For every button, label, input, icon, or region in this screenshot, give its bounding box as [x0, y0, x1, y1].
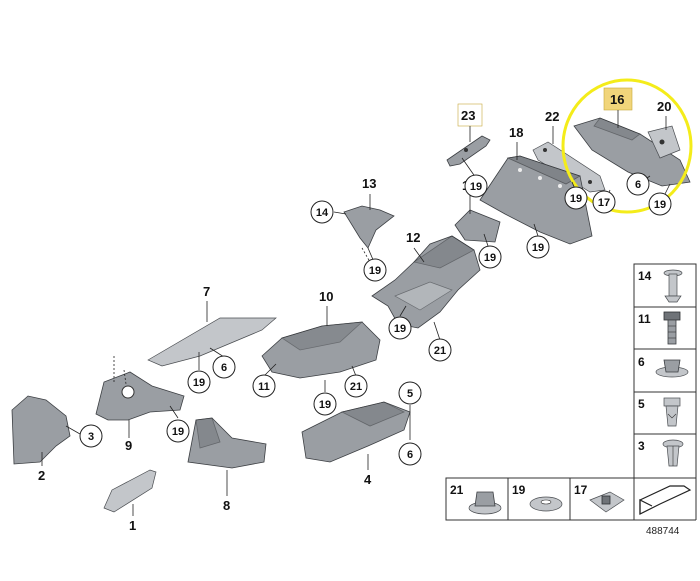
part-9-bracket[interactable] — [95, 371, 185, 421]
legend-label-3: 3 — [638, 439, 645, 453]
circle-5[interactable]: 5 — [398, 381, 422, 405]
label-18: 18 — [509, 125, 523, 140]
circle-21-a[interactable]: 21 — [428, 338, 452, 362]
circle-19-i[interactable]: 19 — [313, 392, 337, 416]
fastener-legend-bottom — [445, 477, 635, 521]
clip-14-icon[interactable] — [663, 269, 683, 303]
svg-text:6: 6 — [635, 179, 641, 191]
part-13-bracket[interactable] — [343, 205, 395, 249]
svg-text:21: 21 — [434, 345, 446, 357]
label-7: 7 — [203, 284, 210, 299]
svg-text:14: 14 — [316, 207, 329, 219]
circle-21-b[interactable]: 21 — [344, 374, 368, 398]
svg-text:19: 19 — [484, 252, 496, 264]
diagram-id: 488744 — [646, 526, 680, 537]
legend-label-17: 17 — [574, 483, 588, 497]
circle-19-d[interactable]: 19 — [526, 235, 550, 259]
label-1: 1 — [129, 518, 136, 533]
legend-label-5: 5 — [638, 397, 645, 411]
label-20: 20 — [657, 99, 671, 114]
bolt-11-icon[interactable] — [663, 311, 681, 345]
part-12-heat-shield[interactable] — [371, 235, 481, 329]
svg-text:19: 19 — [193, 377, 205, 389]
circle-17[interactable]: 17 — [592, 190, 616, 214]
legend-label-11: 11 — [638, 312, 651, 326]
part-4-shield[interactable] — [301, 401, 411, 463]
circle-11[interactable]: 11 — [252, 374, 276, 398]
svg-text:19: 19 — [394, 323, 406, 335]
label-10: 10 — [319, 289, 333, 304]
label-9: 9 — [125, 438, 132, 453]
svg-text:21: 21 — [350, 381, 362, 393]
circle-3[interactable]: 3 — [79, 424, 103, 448]
circle-19-b[interactable]: 19 — [464, 174, 488, 198]
svg-text:19: 19 — [369, 265, 381, 277]
circle-19-h[interactable]: 19 — [187, 370, 211, 394]
highlight-ring — [561, 78, 693, 214]
circle-6-c[interactable]: 6 — [398, 442, 422, 466]
legend-label-6: 6 — [638, 355, 645, 369]
label-22: 22 — [545, 109, 559, 124]
circle-19-c[interactable]: 19 — [478, 245, 502, 269]
nut-6-icon[interactable] — [655, 359, 689, 378]
svg-text:6: 6 — [407, 449, 413, 461]
fastener-legend-side — [633, 263, 697, 521]
circle-14[interactable]: 14 — [310, 200, 334, 224]
part-8-shield[interactable] — [187, 417, 267, 469]
part-16-heat-shield[interactable] — [573, 117, 691, 187]
label-2: 2 — [38, 468, 45, 483]
svg-text:19: 19 — [654, 199, 666, 211]
label-16: 16 — [610, 92, 624, 107]
svg-text:11: 11 — [258, 381, 270, 393]
circle-19-e[interactable]: 19 — [564, 186, 588, 210]
circle-19-f[interactable]: 19 — [648, 192, 672, 216]
legend-label-14: 14 — [638, 269, 652, 283]
svg-text:5: 5 — [407, 388, 413, 400]
svg-text:6: 6 — [221, 362, 227, 374]
svg-text:19: 19 — [470, 181, 482, 193]
clip-17-icon[interactable] — [589, 491, 625, 513]
nut-19-icon[interactable] — [529, 496, 563, 512]
svg-text:19: 19 — [172, 426, 184, 438]
circle-19-a[interactable]: 19 — [363, 258, 387, 282]
svg-text:3: 3 — [88, 431, 94, 443]
label-4: 4 — [364, 472, 372, 487]
part-18-heat-shield[interactable] — [479, 155, 593, 245]
part-1-shield[interactable] — [103, 469, 157, 513]
leader-lines — [65, 157, 671, 440]
legend-label-21: 21 — [450, 483, 464, 497]
part-22-strip[interactable] — [532, 141, 606, 193]
circle-19-g[interactable]: 19 — [388, 316, 412, 340]
label-13: 13 — [362, 176, 376, 191]
nut-21-icon[interactable] — [468, 491, 502, 515]
part-15-bracket[interactable] — [454, 209, 501, 243]
speed-nut-5-icon[interactable] — [663, 397, 681, 427]
part-2-shield[interactable] — [11, 395, 71, 465]
part-10-heat-shield[interactable] — [261, 321, 381, 379]
svg-text:19: 19 — [319, 399, 331, 411]
circle-6-b[interactable]: 6 — [212, 355, 236, 379]
clip-3-icon[interactable] — [662, 439, 684, 467]
part-20-bracket[interactable] — [647, 125, 681, 159]
svg-text:17: 17 — [598, 197, 610, 209]
direction-arrow-icon — [639, 485, 692, 515]
svg-text:19: 19 — [532, 242, 544, 254]
part-7-shield[interactable] — [147, 317, 277, 367]
circle-19-j[interactable]: 19 — [166, 419, 190, 443]
label-12: 12 — [406, 230, 420, 245]
label-23: 23 — [461, 108, 475, 123]
part-23-bracket[interactable] — [446, 135, 491, 167]
label-8: 8 — [223, 498, 230, 513]
legend-label-19: 19 — [512, 483, 526, 497]
svg-text:19: 19 — [570, 193, 582, 205]
circle-6-a[interactable]: 6 — [626, 172, 650, 196]
